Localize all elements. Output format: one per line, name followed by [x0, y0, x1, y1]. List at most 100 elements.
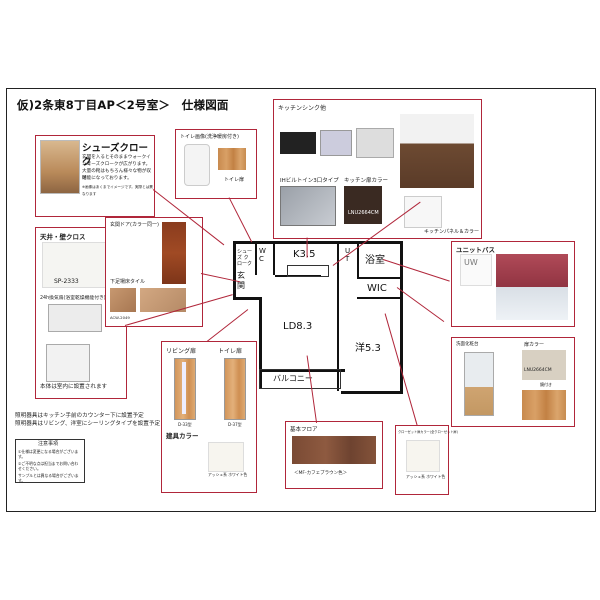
toilet-door-code: D-37型	[228, 422, 242, 427]
shoes-cloak-desc-2: シューズクロークが広がります。	[82, 162, 151, 167]
bath-color-swatch	[460, 254, 492, 286]
leader-toilet	[228, 197, 253, 243]
vanity-door-code: LNU2664CM	[524, 368, 552, 373]
plan-counter	[287, 265, 329, 277]
floor-swatch	[292, 436, 376, 464]
plan-room-ut: U T	[345, 247, 351, 263]
shoes-cloak-desc-3: 大量の靴はもちろん様々な物が収納	[82, 169, 151, 181]
plan-room-kitchen: K3.5	[293, 249, 316, 260]
vanity-wood-swatch	[522, 390, 566, 420]
plan-wall-right	[400, 241, 403, 393]
stove-photo	[280, 132, 316, 154]
toilet-door-label: トイレ扉	[218, 348, 243, 355]
shoes-cloak-desc-4: 可能になっております。	[82, 176, 132, 181]
shoes-cloak-desc-1: 玄関を入るとそのままウォークインで	[82, 155, 151, 167]
stove-label: IHビルトイン3口タイプ	[280, 178, 339, 184]
caution-item-2: ②ご不明な点は担当までお問い合わせください。	[18, 461, 79, 471]
living-door-glass	[182, 362, 186, 414]
plan-balcony-box	[259, 369, 341, 389]
plan-room-balcony: バルコニー	[273, 374, 313, 383]
kitchen-title: キッチンシンク他	[278, 105, 327, 112]
toilet-photo	[184, 144, 210, 186]
shoes-cloak-note: ※画像はあくまでイメージです。実際とは異なります	[82, 185, 153, 196]
floor-panel: 基本フロア ＜MF-カフェブラウン色＞	[285, 421, 383, 489]
closet-desc: アッシュ系 ホワイト色	[406, 474, 446, 479]
kitchen-panel: キッチンシンク他 IHビルトイン3口タイプ キッチン扉カラー LNU2664CM…	[273, 99, 482, 239]
tile-swatch-1	[110, 288, 136, 312]
plan-room-entrance: 玄関	[237, 271, 245, 290]
unit-bath-panel: ユニットバス UW	[451, 241, 575, 327]
kitchen-door-code: LNU2664CM	[348, 210, 379, 216]
kitchen-door-swatch	[344, 186, 382, 224]
unit-bath-title: ユニットバス	[456, 246, 495, 254]
fittings-swatch	[208, 442, 244, 472]
ventilator-photo	[48, 304, 102, 332]
vanity-panel: 洗面化粧台 扉カラー LNU2664CM 鏡付き	[451, 337, 575, 427]
tile-label: 下足場床タイル	[110, 279, 146, 285]
floor-title: 基本フロア	[290, 427, 318, 433]
plan-wall-bottom	[259, 369, 345, 372]
intercom-label: 本体は室内に設置されます	[40, 384, 108, 390]
caution-item-1: ①仕様は変更になる場合がございます。	[18, 449, 79, 459]
toilet-caption: トイレ画像(洗浄暖房付き)	[180, 134, 239, 140]
plan-wall-counter	[275, 275, 321, 277]
closet-panel: クローゼット扉カラー(全クローゼット扉) アッシュ系 ホワイト色	[395, 425, 458, 495]
bath-color-code: UW	[464, 258, 478, 267]
spec-sheet: 仮)2条東8丁目AP＜2号室＞ 仕様図面 シューズクローク 玄関を入るとそのまま…	[6, 88, 596, 512]
caution-title: 注意事項	[38, 441, 59, 447]
toilet-door-swatch	[218, 148, 246, 170]
plan-room-bath: 浴室	[365, 255, 385, 266]
leader-kitchen	[306, 237, 308, 258]
plan-wall-ut	[337, 241, 339, 297]
floor-desc: ＜MF-カフェブラウン色＞	[294, 471, 348, 476]
shoes-cloak-photo	[40, 140, 80, 194]
tile-code: ACW-2049	[110, 315, 130, 320]
page-title: 仮)2条東8丁目AP＜2号室＞ 仕様図面	[17, 98, 229, 112]
kitchen-panel-label: キッチンパネル＆カラー	[424, 229, 480, 235]
footnote-1: 照明器具はキッチン手前のカウンター下に設置予定	[15, 413, 144, 419]
plan-wall-western	[337, 297, 339, 391]
plan-room-shoes-cloak: シューズ クローク	[237, 249, 253, 267]
plan-wall-wc	[255, 241, 257, 275]
vanity-mirror-label: 鏡付き	[540, 382, 552, 387]
toilet-panel: トイレ画像(洗浄暖房付き) トイレ扉	[175, 129, 257, 199]
kitchen-door-color-label: キッチン扉カラー	[344, 178, 389, 184]
kitchen-unit-photo	[400, 114, 474, 188]
bath-photo	[496, 254, 568, 320]
plan-wall-wc-2	[273, 241, 275, 275]
living-door-label: リビング扉	[166, 348, 197, 355]
caution-item-3: サンプルとは異なる場合がございます。	[18, 473, 79, 483]
vanity-title: 洗面化粧台	[456, 342, 479, 347]
vanity-door-swatch	[522, 350, 566, 380]
vanity-door-color-label: 扉カラー	[524, 342, 545, 348]
footnote-2: 照明器具はリビング、洋室にシーリングタイプを設置予定	[15, 421, 161, 427]
ceiling-title: 天井・壁クロス	[40, 233, 86, 241]
plan-wall-left-lower	[259, 297, 262, 389]
plan-room-wc: W C	[259, 247, 266, 263]
plan-room-wic: WIC	[367, 283, 387, 294]
plan-wall-wic	[357, 297, 401, 299]
plan-room-western: 洋5.3	[355, 343, 381, 354]
fittings-color-label: 建具カラー	[166, 432, 199, 440]
plan-wall-top	[233, 241, 403, 244]
closet-title: クローゼット扉カラー(全クローゼット扉)	[398, 430, 458, 434]
plan-wall-bottom-right	[341, 391, 403, 394]
plan-wall-left	[233, 241, 236, 297]
caution-box: 注意事項 ①仕様は変更になる場合がございます。 ②ご不明な点は担当までお問い合わ…	[15, 439, 85, 483]
kitchen-panel-swatch	[404, 196, 442, 228]
toilet-door-color-label: トイレ扉	[224, 177, 245, 183]
intercom-photo	[46, 344, 90, 382]
plan-wall-bath	[357, 241, 359, 279]
fittings-color-desc: アッシュ系 ホワイト色	[208, 472, 248, 477]
toilet-door-photo	[224, 358, 246, 420]
plan-wall-bath-bottom	[357, 277, 401, 279]
leader-vanity	[396, 287, 445, 323]
vanity-photo	[464, 352, 494, 416]
interior-doors-panel: リビング扉 トイレ扉 D-33型 D-37型 建具カラー アッシュ系 ホワイト色	[161, 341, 257, 493]
entrance-door-label: 玄関ドア(カラー同一)	[110, 222, 159, 228]
floor-plan: シューズ クローク W C K3.5 U T 浴室 玄関 WIC LD8.3 洋…	[233, 241, 403, 407]
shoes-cloak-title: シューズクローク	[82, 143, 149, 168]
cloth-code: SP-2333	[54, 278, 79, 285]
living-door-code: D-33型	[178, 422, 192, 427]
